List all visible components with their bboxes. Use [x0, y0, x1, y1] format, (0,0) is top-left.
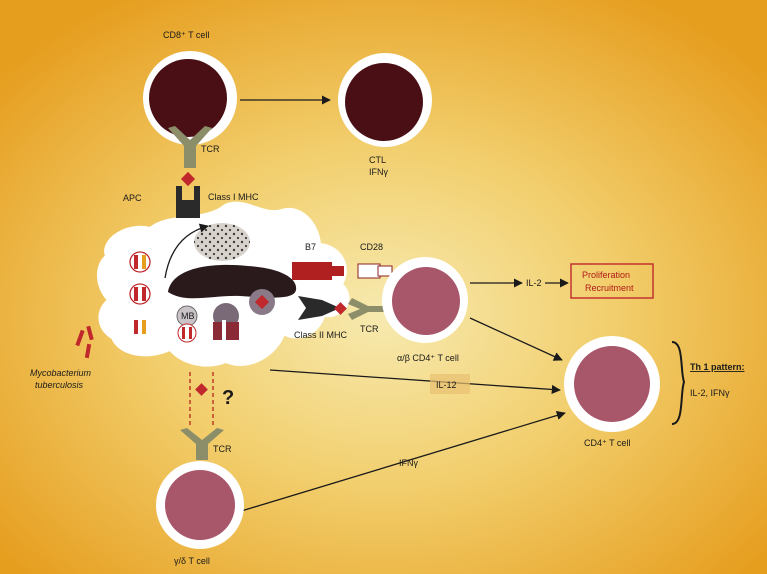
svg-text:MB: MB — [181, 311, 195, 321]
label-mycobacterium-1: Mycobacterium — [30, 368, 92, 378]
label-question: ? — [222, 387, 234, 409]
label-mycobacterium-2: tuberculosis — [35, 380, 84, 390]
cd4-t-cell-nucleus — [574, 346, 650, 422]
label-class2-mhc: Class II MHC — [294, 330, 348, 340]
label-cd4-t-cell: CD4⁺ T cell — [584, 438, 630, 448]
label-ab-cd4-t-cell: α/β CD4⁺ T cell — [397, 353, 459, 363]
label-tcr-bottom: TCR — [213, 444, 232, 454]
ab-cd4-t-cell-nucleus — [392, 267, 460, 335]
b7-molecule — [292, 262, 332, 280]
label-b7: B7 — [305, 242, 316, 252]
label-recruitment: Recruitment — [585, 283, 634, 293]
label-gd-t-cell: γ/δ T cell — [174, 556, 210, 566]
cd8-t-cell-nucleus — [149, 59, 227, 137]
label-apc: APC — [123, 193, 142, 203]
label-cd28: CD28 — [360, 242, 383, 252]
label-tcr-mid: TCR — [360, 324, 379, 334]
label-ctl: CTL — [369, 155, 386, 165]
label-th1-cytokines: IL-2, IFNγ — [690, 388, 730, 398]
label-th1-pattern: Th 1 pattern: — [690, 362, 745, 372]
phagosome-red — [178, 324, 196, 342]
ctl-cell-nucleus — [345, 63, 423, 141]
label-il2-top: IL-2 — [526, 278, 542, 288]
label-il12: IL-12 — [436, 380, 457, 390]
label-tcr-top: TCR — [201, 144, 220, 154]
label-ifn-gamma-ctl: IFNγ — [369, 167, 388, 177]
phagosome-dotted — [194, 223, 250, 261]
label-proliferation: Proliferation — [582, 270, 630, 280]
label-class1-mhc: Class I MHC — [208, 192, 259, 202]
label-cd8-t-cell: CD8⁺ T cell — [163, 30, 209, 40]
gd-t-cell-nucleus — [165, 470, 235, 540]
label-ifn-gamma-gd: IFNγ — [399, 458, 418, 468]
cd28-molecule — [358, 264, 380, 278]
